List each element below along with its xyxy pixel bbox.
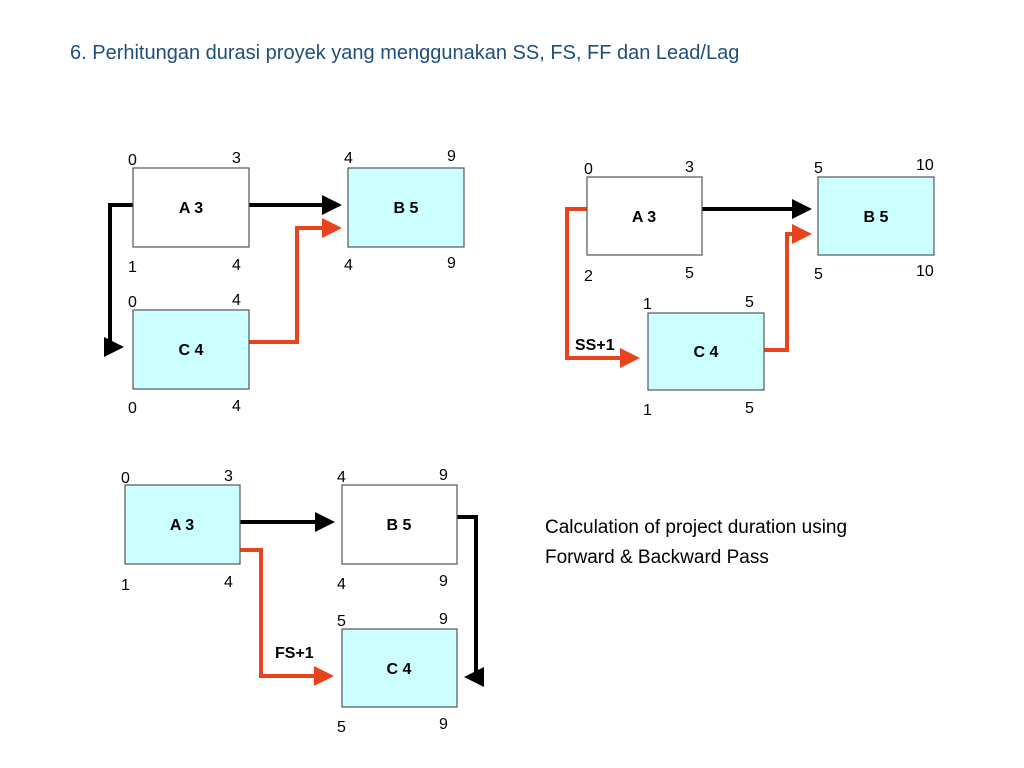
caption-line-2: Forward & Backward Pass — [545, 547, 769, 568]
node-b-lf: 10 — [916, 263, 934, 280]
diagram-3: FS+1 A 3 0 3 1 4 B 5 4 9 4 9 C 4 5 9 5 9 — [121, 467, 484, 736]
node-b: B 5 4 9 4 9 — [344, 148, 465, 274]
node-a-es: 0 — [128, 152, 137, 169]
link-a-to-c-fs — [240, 548, 334, 686]
link-c-to-b — [249, 218, 342, 344]
node-a: A 3 0 3 1 4 — [121, 468, 241, 594]
node-a-es: 0 — [584, 161, 593, 178]
node-a-lf: 5 — [685, 265, 694, 282]
node-c-ls: 5 — [337, 719, 346, 736]
node-b-ls: 4 — [344, 257, 353, 274]
node-c-ef: 9 — [439, 611, 448, 628]
node-c-es: 0 — [128, 294, 137, 311]
caption-line-1: Calculation of project duration using — [545, 517, 848, 538]
node-a-label: A 3 — [632, 209, 656, 226]
node-c: C 4 1 5 1 5 — [643, 294, 765, 419]
node-b-es: 4 — [344, 150, 353, 167]
node-b-ls: 4 — [337, 576, 346, 593]
node-a-es: 0 — [121, 470, 130, 487]
node-c: C 4 5 9 5 9 — [337, 611, 458, 736]
node-c-label: C 4 — [387, 661, 412, 678]
node-b-es: 4 — [337, 469, 346, 486]
node-c-lf: 9 — [439, 716, 448, 733]
node-c-label: C 4 — [179, 342, 204, 359]
caption: Calculation of project duration using Fo… — [545, 513, 847, 573]
node-c-ls: 0 — [128, 400, 137, 417]
node-b: B 5 4 9 4 9 — [337, 467, 458, 593]
node-b-label: B 5 — [394, 200, 419, 217]
diagram-2: SS+1 A 3 0 3 2 5 B 5 5 10 5 10 C 4 1 5 1… — [565, 157, 935, 419]
node-b-lf: 9 — [447, 255, 456, 272]
node-a-box — [132, 167, 250, 248]
node-c-lf: 4 — [232, 398, 241, 415]
node-a-ls: 1 — [121, 577, 130, 594]
diagram-1: A 3 0 3 1 4 B 5 4 9 4 9 C 4 0 4 0 4 — [104, 148, 465, 417]
node-c-ls: 1 — [643, 402, 652, 419]
link-a-to-c — [104, 203, 133, 357]
node-b-box — [341, 484, 458, 565]
node-b-ef: 9 — [447, 148, 456, 165]
node-a: A 3 0 3 2 5 — [584, 159, 703, 285]
relation-label: SS+1 — [575, 337, 615, 354]
node-b-ef: 9 — [439, 467, 448, 484]
node-a-ls: 2 — [584, 268, 593, 285]
page-title: 6. Perhitungan durasi proyek yang menggu… — [70, 42, 740, 64]
node-b-ls: 5 — [814, 266, 823, 283]
relation-label: FS+1 — [275, 645, 314, 662]
node-c-box — [341, 628, 458, 708]
node-a: A 3 0 3 1 4 — [128, 150, 250, 276]
node-a-ls: 1 — [128, 259, 137, 276]
node-c-es: 5 — [337, 613, 346, 630]
node-b-ef: 10 — [916, 157, 934, 174]
node-c-lf: 5 — [745, 400, 754, 417]
node-c-ef: 4 — [232, 292, 241, 309]
node-c-es: 1 — [643, 296, 652, 313]
node-a-label: A 3 — [179, 200, 203, 217]
node-b-label: B 5 — [864, 209, 889, 226]
node-a-lf: 4 — [224, 574, 233, 591]
link-c-to-b — [764, 224, 812, 352]
node-c-ef: 5 — [745, 294, 754, 311]
node-a-ef: 3 — [232, 150, 241, 167]
node-a-lf: 4 — [232, 257, 241, 274]
node-b-lf: 9 — [439, 573, 448, 590]
node-a-box — [124, 484, 241, 565]
node-c-box — [132, 309, 250, 390]
node-b-box — [817, 176, 935, 256]
node-a-box — [586, 176, 703, 256]
node-a-ef: 3 — [224, 468, 233, 485]
link-a-to-c-ss — [565, 207, 640, 368]
node-b-es: 5 — [814, 160, 823, 177]
link-b-to-c — [457, 515, 484, 687]
node-c: C 4 0 4 0 4 — [128, 292, 250, 417]
node-b-box — [347, 167, 465, 248]
node-c-box — [647, 312, 765, 391]
node-b-label: B 5 — [387, 517, 412, 534]
node-b: B 5 5 10 5 10 — [814, 157, 935, 283]
node-a-label: A 3 — [170, 517, 194, 534]
node-c-label: C 4 — [694, 344, 719, 361]
node-a-ef: 3 — [685, 159, 694, 176]
